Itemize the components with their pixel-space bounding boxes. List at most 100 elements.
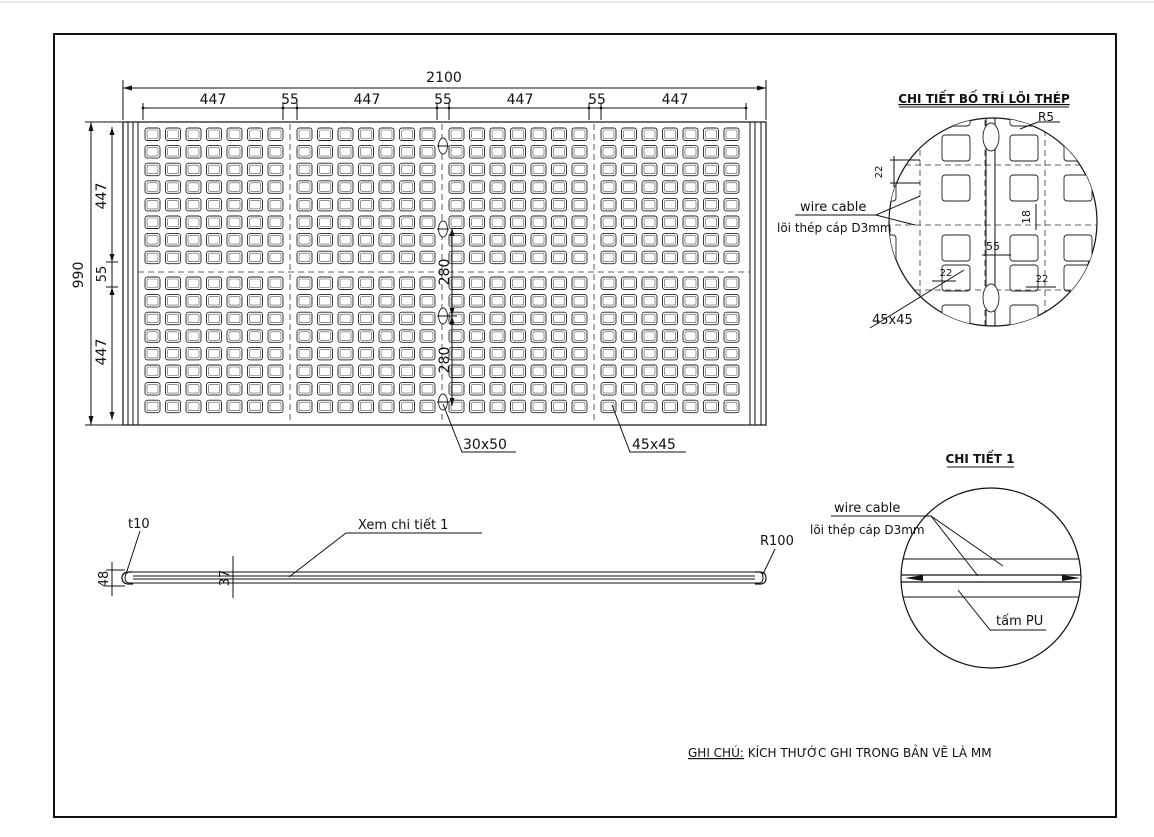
grating-opening (469, 382, 485, 396)
grating-opening (489, 329, 506, 343)
grating-opening (682, 197, 699, 212)
detail-opening (941, 174, 971, 202)
detail-opening (1009, 234, 1039, 262)
grating-opening (296, 197, 313, 212)
grating-opening (399, 329, 415, 343)
detail-core-title: CHI TIẾT BỐ TRÍ LÕI THÉP (898, 89, 1070, 106)
grating-opening (226, 276, 243, 290)
grating-opening (489, 364, 506, 378)
grating-opening (317, 233, 333, 247)
grating-opening (378, 276, 395, 290)
grating-opening (337, 276, 354, 290)
grating-opening (510, 294, 526, 308)
grating-opening (662, 346, 678, 361)
grating-opening (317, 364, 333, 378)
grating-opening (419, 329, 436, 343)
grating-opening (378, 329, 395, 343)
grating-opening (530, 294, 547, 308)
grating-opening (419, 276, 436, 290)
grating-opening (206, 145, 222, 159)
grating-opening (682, 127, 699, 141)
grating-opening (723, 233, 740, 247)
grating-opening (448, 215, 465, 229)
grating-opening (662, 162, 678, 177)
grating-opening (723, 197, 740, 212)
grating-opening (682, 250, 699, 265)
grating-opening (247, 276, 263, 290)
grating-opening (641, 162, 658, 177)
note-text: GHI CHÚ: KÍCH THƯỚC GHI TRONG BẢN VẼ LÀ … (688, 744, 992, 760)
grating-opening (226, 145, 243, 159)
grating-opening (165, 127, 181, 141)
grating-opening (510, 180, 526, 194)
grating-opening (682, 180, 699, 194)
grating-opening (641, 311, 658, 326)
grating-opening (621, 215, 637, 229)
grating-opening (600, 215, 617, 229)
grating-opening (399, 197, 415, 212)
grating-opening (510, 311, 526, 326)
grating-opening (600, 346, 617, 361)
grating-opening (226, 180, 243, 194)
overall-length-label: 2100 (426, 70, 462, 86)
grating-opening (144, 382, 161, 396)
grating-opening (723, 399, 740, 414)
grating-opening (551, 382, 567, 396)
grating-opening (165, 399, 181, 414)
grating-opening (378, 127, 395, 141)
grating-opening (551, 233, 567, 247)
grating-opening (723, 294, 740, 308)
grating-opening (206, 364, 222, 378)
grating-opening (317, 145, 333, 159)
grating-opening (448, 145, 465, 159)
grating-opening (723, 145, 740, 159)
grating-opening (337, 162, 354, 177)
grating-opening (247, 233, 263, 247)
detail-dim-18: 18 (1020, 210, 1033, 224)
grating-opening (662, 180, 678, 194)
grating-opening (621, 180, 637, 194)
grating-opening (337, 382, 354, 396)
grating-opening (296, 329, 313, 343)
detail-wire-label: wire cable (800, 200, 866, 215)
detail-opening (889, 264, 897, 292)
detail-circle (888, 117, 1098, 327)
grating-opening (144, 364, 161, 378)
detail-1: CHI TIẾT 1 wire cable lõi thép cáp D3mm … (810, 450, 1082, 669)
grating-opening (206, 276, 222, 290)
grating-opening (399, 215, 415, 229)
detail-1-title: CHI TIẾT 1 (945, 450, 1014, 466)
grating-opening (682, 329, 699, 343)
grating-opening (530, 180, 547, 194)
section-thickness-label: t10 (128, 517, 150, 532)
grating-opening (530, 233, 547, 247)
section-height-37: 37 (218, 570, 233, 587)
side-dim-top: 447 (94, 183, 110, 210)
grating-opening (296, 311, 313, 326)
grating-opening (621, 382, 637, 396)
grating-opening (247, 364, 263, 378)
grating-opening (723, 127, 740, 141)
grating-opening (571, 399, 588, 414)
detail-opening (889, 234, 897, 262)
grating-opening (358, 346, 374, 361)
grating-opening (551, 180, 567, 194)
grating-opening (448, 364, 465, 378)
grating-opening (641, 180, 658, 194)
grating-opening (662, 294, 678, 308)
grating-opening (419, 294, 436, 308)
grating-opening (469, 399, 485, 414)
grating-opening (165, 382, 181, 396)
grating-opening (662, 145, 678, 159)
grating-opening (337, 197, 354, 212)
grating-opening (703, 180, 719, 194)
grating-opening (337, 127, 354, 141)
detail-opening (1063, 264, 1093, 292)
section-view: 48 37 t10 R100 Xem chi tiết 1 (97, 517, 794, 598)
grating-opening (337, 294, 354, 308)
grating-opening (317, 197, 333, 212)
grating-opening (226, 127, 243, 141)
grating-opening (267, 311, 284, 326)
grating-opening (571, 329, 588, 343)
grating-opening (530, 311, 547, 326)
